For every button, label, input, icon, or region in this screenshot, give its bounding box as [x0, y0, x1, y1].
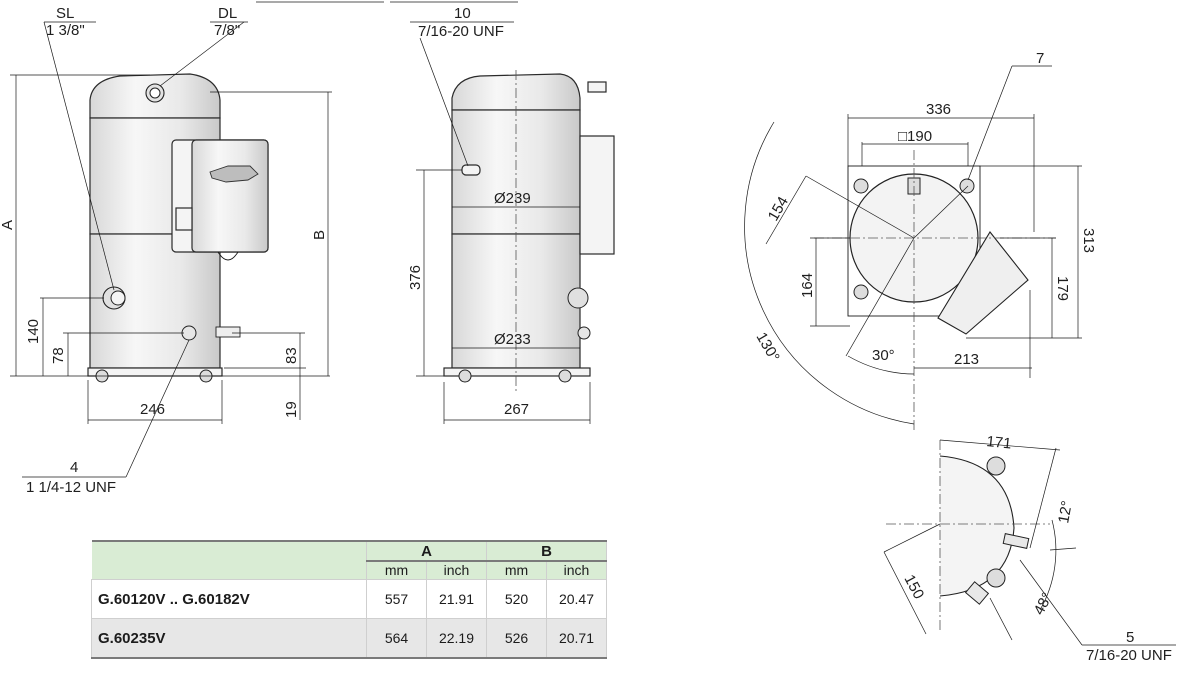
- side-oil-fitting-icon: [577, 326, 591, 340]
- a-mm-cell: 564: [366, 618, 427, 659]
- sl-size: 1 3/8": [46, 22, 85, 39]
- oil-sight-fitting-icon: [181, 325, 197, 341]
- dim-313: 313: [1080, 228, 1097, 253]
- unit-header: mm: [486, 560, 547, 580]
- terminal-box-cover: [191, 139, 269, 253]
- thread-4: 1 1/4-12 UNF: [26, 479, 116, 496]
- unit-header: mm: [366, 560, 427, 580]
- unit-header: inch: [426, 560, 487, 580]
- model-cell: G.60120V .. G.60182V: [91, 579, 367, 619]
- brand-logo-icon: [209, 165, 259, 183]
- callout-4: 4: [70, 459, 78, 476]
- sl-label: SL: [56, 5, 74, 22]
- mounting-hole-icon: [986, 568, 1006, 588]
- dim-140: 140: [25, 319, 42, 344]
- table-row: G.60235V 564 22.19 526 20.71: [91, 618, 607, 659]
- a-inch-cell: 22.19: [426, 618, 487, 659]
- model-cell: G.60235V: [91, 618, 367, 659]
- table-group-header-row: A B: [91, 540, 607, 580]
- detail-fitting: [964, 581, 990, 605]
- mounting-hole-icon: [959, 178, 975, 194]
- dim-83: 83: [283, 347, 300, 364]
- table-row: G.60120V .. G.60182V 557 21.91 520 20.47: [91, 579, 607, 619]
- angle-48: 48°: [1031, 590, 1057, 618]
- table-unit-header-row: mm inch mm inch: [92, 560, 607, 580]
- dimension-table: A B mm inch mm inch G.60120V .. G.60182V…: [91, 540, 607, 659]
- mounting-hole-icon: [986, 456, 1006, 476]
- callout-5: 5: [1126, 629, 1134, 646]
- top-view: 7 336 □190 154 164 313 179 213 30° 130°: [744, 50, 1097, 430]
- a-inch-cell: 21.91: [426, 579, 487, 619]
- side-terminal-box: [579, 135, 615, 255]
- dim-78: 78: [50, 347, 67, 364]
- dim-336: 336: [926, 101, 951, 118]
- dim-154: 154: [765, 194, 792, 224]
- mounting-foot-icon: [558, 369, 572, 383]
- dim-b-label: B: [311, 230, 328, 240]
- dia-239: Ø239: [494, 190, 531, 207]
- angle-130: 130°: [753, 330, 783, 365]
- dim-376: 376: [407, 265, 424, 290]
- dim-150: 150: [900, 572, 927, 602]
- thread-5: 7/16-20 UNF: [1086, 647, 1172, 664]
- dim-213: 213: [954, 351, 979, 368]
- model-header-cell: [91, 540, 367, 580]
- dim-171: 171: [986, 433, 1013, 453]
- dia-233: Ø233: [494, 331, 531, 348]
- front-view: SL 1 3/8" DL 7/8" A B 140 78 83 19 246 4…: [0, 5, 332, 496]
- terminal-box-cable-gland: [175, 207, 193, 231]
- dim-267: 267: [504, 401, 529, 418]
- detail-connector: [1002, 533, 1030, 549]
- bottom-detail-view: 171 150 12° 48° 5 7/16-20 UNF: [883, 433, 1176, 664]
- dim-179: 179: [1054, 276, 1071, 301]
- b-mm-cell: 520: [486, 579, 547, 619]
- angle-12: 12°: [1055, 499, 1076, 524]
- dl-size: 7/8": [214, 22, 240, 39]
- mounting-hole-icon: [853, 178, 869, 194]
- group-b-header: B: [486, 540, 607, 561]
- dim-246: 246: [140, 401, 165, 418]
- mounting-hole-icon: [853, 284, 869, 300]
- dl-label: DL: [218, 5, 237, 22]
- b-mm-cell: 526: [486, 618, 547, 659]
- side-top-fitting: [587, 81, 607, 93]
- callout-10: 10: [454, 5, 471, 22]
- thread-10: 7/16-20 UNF: [418, 23, 504, 40]
- callout-7: 7: [1036, 50, 1044, 67]
- angle-30: 30°: [872, 347, 895, 364]
- mounting-foot-icon: [458, 369, 472, 383]
- dim-164: 164: [799, 273, 816, 298]
- b-inch-cell: 20.47: [546, 579, 607, 619]
- side-view: 10 7/16-20 UNF Ø239 Ø233 376 267: [256, 1, 615, 424]
- side-suction-fitting-icon: [567, 287, 589, 309]
- oil-equalisation-connector: [215, 326, 241, 338]
- group-a-header: A: [366, 540, 487, 561]
- b-inch-cell: 20.71: [546, 618, 607, 659]
- dim-190: □190: [898, 128, 932, 145]
- dim-19: 19: [283, 401, 300, 418]
- a-mm-cell: 557: [366, 579, 427, 619]
- side-base-plate: [443, 367, 591, 377]
- dim-a-label: A: [0, 220, 16, 230]
- side-threaded-stud: [461, 164, 481, 176]
- unit-header: inch: [546, 560, 607, 580]
- top-terminal-box: [937, 231, 1029, 335]
- terminal-box-clip: [217, 251, 239, 261]
